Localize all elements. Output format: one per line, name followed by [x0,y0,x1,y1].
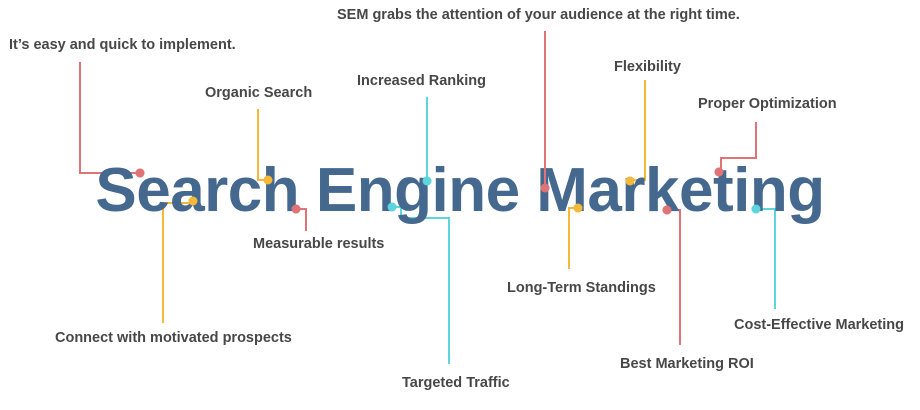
diagram-title: Search Engine Marketing [95,156,825,225]
label-targeted-traffic: Targeted Traffic [402,375,510,391]
dot-sem-over [540,183,550,193]
label-flexibility: Flexibility [614,59,681,75]
label-best-marketing-roi: Best Marketing ROI [620,356,754,372]
connector-targeted [392,206,450,364]
dot-optimization-over [714,167,724,177]
dot-connect-over [188,196,198,206]
label-connect-prospects: Connect with motivated prospects [55,330,292,346]
connector-costeffective [756,208,776,309]
label-increased-ranking: Increased Ranking [357,73,486,89]
label-proper-optimization: Proper Optimization [698,96,837,112]
label-easy-to-implement: It’s easy and quick to implement. [9,37,236,53]
dot-flexibility-over [625,176,635,186]
label-sem-attention: SEM grabs the attention of your audience… [337,7,740,23]
dot-ranking-over [422,176,432,186]
label-organic-search: Organic Search [205,85,313,101]
connector-flexibility [630,80,646,181]
label-cost-effective-marketing: Cost-Effective Marketing [734,317,905,333]
dot-organic-over [263,175,273,185]
dot-costeffective-over [751,204,761,214]
label-long-term-standings: Long-Term Standings [507,280,656,296]
dot-measurable-over [291,204,301,214]
dot-easy-over [135,168,145,178]
dot-targeted-over [387,202,397,212]
label-measurable-results: Measurable results [253,236,385,252]
connector-optimization [720,122,757,172]
connector-connect [162,202,193,323]
dot-bestroi-over [662,205,672,215]
dot-longterm-over [573,203,583,213]
connector-easy [79,62,140,174]
